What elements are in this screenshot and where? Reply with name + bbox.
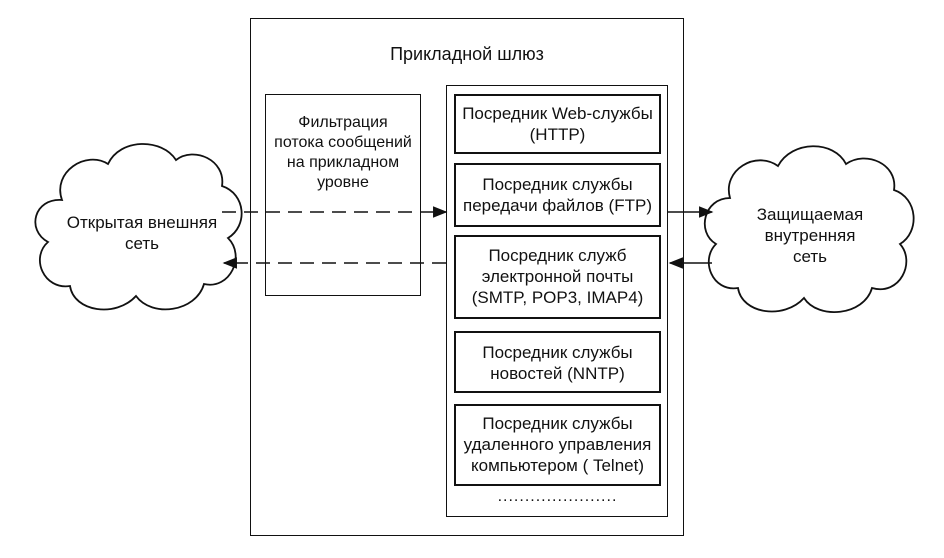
proxy-label-telnet: Посредник службы удаленного управления к…: [463, 414, 652, 475]
external-network-label: Открытая внешняя сеть: [66, 213, 218, 253]
more-proxies-dots: ......................: [497, 488, 618, 505]
proxy-box-http: [454, 94, 661, 154]
proxy-label-email: Посредник служб электронной почты (SMTP,…: [471, 246, 644, 307]
proxy-label-ftp: Посредник службы передачи файлов (FTP): [463, 175, 652, 215]
proxy-box-email: [454, 235, 661, 319]
proxy-label-http: Посредник Web-службы (HTTP): [462, 104, 653, 144]
proxy-box-telnet: [454, 404, 661, 486]
gateway-title: Прикладной шлюз: [390, 44, 544, 64]
proxy-box-nntp: [454, 331, 661, 393]
external-network-cloud: [34, 143, 243, 311]
internal-network-cloud: [703, 145, 915, 313]
filter-label: Фильтрация потока сообщений на прикладно…: [274, 114, 412, 191]
proxy-box-ftp: [454, 163, 661, 227]
proxy-label-nntp: Посредник службы новостей (NNTP): [482, 343, 633, 383]
internal-network-label: Защищаемая внутренняя сеть: [756, 205, 864, 266]
